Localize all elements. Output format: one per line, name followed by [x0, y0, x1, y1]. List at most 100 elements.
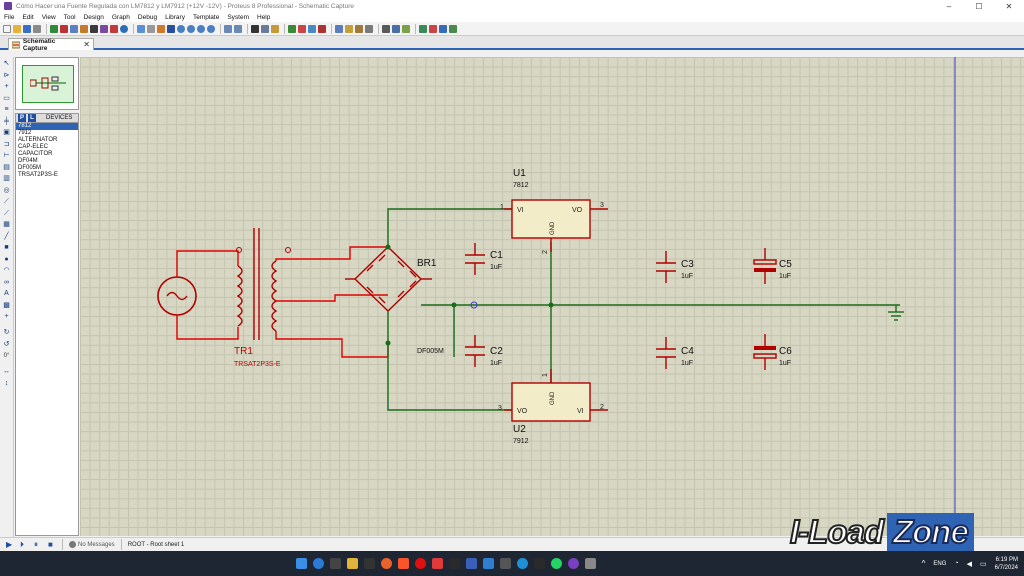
- zoom-out-icon[interactable]: [187, 24, 195, 33]
- gerber-icon[interactable]: [90, 24, 98, 33]
- stop-icon[interactable]: ■: [48, 539, 53, 549]
- refresh-icon[interactable]: [137, 24, 145, 33]
- cut-icon[interactable]: [251, 24, 259, 33]
- redo-icon[interactable]: [234, 24, 242, 33]
- schematic-drawing[interactable]: U1 7812 U2 7912 BR1 DF005M C1 1uF C2 1uF…: [80, 57, 1024, 536]
- subcircuit-icon[interactable]: ▣: [3, 129, 10, 136]
- ac-alternator[interactable]: [157, 276, 197, 316]
- block-delete-icon[interactable]: [318, 24, 326, 33]
- origin-icon[interactable]: [157, 24, 165, 33]
- pan-icon[interactable]: [167, 24, 175, 33]
- exit-to-parent-icon[interactable]: [439, 24, 447, 33]
- open-folder-icon[interactable]: [13, 24, 21, 33]
- wire-autorouter-icon[interactable]: [382, 24, 390, 33]
- buses-icon[interactable]: ╪: [4, 117, 9, 125]
- rotate-clockwise-icon[interactable]: ↻: [3, 329, 10, 336]
- minimize-button[interactable]: –: [946, 1, 952, 11]
- capture-icon[interactable]: [449, 558, 460, 569]
- terminals-icon[interactable]: ⊐: [3, 140, 10, 148]
- new-file-icon[interactable]: [3, 24, 11, 33]
- battery-icon[interactable]: ▭: [980, 560, 987, 568]
- youtube-icon[interactable]: [415, 558, 426, 569]
- menu-graph[interactable]: Graph: [111, 13, 130, 21]
- brave-browser-icon[interactable]: [398, 558, 409, 569]
- device-item-alternator[interactable]: ALTERNATOR: [18, 137, 58, 143]
- tape-recorder-icon[interactable]: ▥: [3, 175, 10, 182]
- source-code-icon[interactable]: [110, 24, 118, 33]
- device-item-df005m[interactable]: DF005M: [18, 165, 42, 171]
- zoom-all-icon[interactable]: [197, 24, 205, 33]
- menu-template[interactable]: Template: [192, 13, 220, 21]
- device-item-7912[interactable]: 7912: [18, 130, 32, 136]
- circle-2d-icon[interactable]: ●: [4, 255, 9, 263]
- menu-debug[interactable]: Debug: [137, 13, 158, 21]
- volume-icon[interactable]: ◀: [966, 560, 973, 568]
- language-indicator[interactable]: ENG: [933, 560, 947, 567]
- wire-label-icon[interactable]: ▭: [3, 94, 10, 102]
- rotate-anticlockwise-icon[interactable]: ↺: [3, 340, 10, 348]
- junction-dot-icon[interactable]: +: [4, 83, 9, 90]
- text-2d-icon[interactable]: A: [4, 290, 9, 297]
- remove-sheet-icon[interactable]: [429, 24, 437, 33]
- search-icon[interactable]: [313, 558, 324, 569]
- paste-icon[interactable]: [271, 24, 279, 33]
- media-icon[interactable]: [432, 558, 443, 569]
- grid-icon[interactable]: [147, 24, 155, 33]
- search-tag-icon[interactable]: [392, 24, 400, 33]
- device-item-capacitor[interactable]: CAPACITOR: [18, 151, 53, 157]
- menu-tool[interactable]: Tool: [63, 13, 76, 21]
- app-icon[interactable]: [585, 558, 596, 569]
- electrolytic-capacitor-c5[interactable]: [753, 248, 777, 284]
- menu-view[interactable]: View: [41, 13, 56, 21]
- 3d-viewer-icon[interactable]: [80, 24, 88, 33]
- path-2d-icon[interactable]: ∞: [4, 278, 9, 286]
- whatsapp-icon[interactable]: [551, 558, 562, 569]
- photos-icon[interactable]: [534, 558, 545, 569]
- mirror-x-icon[interactable]: ↔: [3, 368, 10, 375]
- clock[interactable]: 6:19 PM 6/7/2024: [995, 556, 1018, 572]
- app-icon[interactable]: [568, 558, 579, 569]
- transformer-tr1[interactable]: [236, 228, 291, 340]
- schematic-canvas[interactable]: U1 7812 U2 7912 BR1 DF005M C1 1uF C2 1uF…: [80, 57, 1024, 536]
- decompose-icon[interactable]: [365, 24, 373, 33]
- overview-window[interactable]: [15, 57, 79, 110]
- device-item-trsat2p3s-e[interactable]: TRSAT2P3S-E: [18, 172, 58, 178]
- block-move-icon[interactable]: [298, 24, 306, 33]
- text-script-icon[interactable]: ≡: [4, 106, 9, 113]
- pick-devices-button[interactable]: P: [18, 114, 26, 122]
- current-probe-icon[interactable]: ⟋: [4, 209, 9, 217]
- device-item-cap-elec[interactable]: CAP-ELEC: [18, 144, 49, 150]
- device-item-7812[interactable]: 7812: [16, 123, 78, 130]
- copy-icon[interactable]: [261, 24, 269, 33]
- electrolytic-capacitor-c6[interactable]: [753, 334, 777, 370]
- capacitor-c1[interactable]: [465, 243, 485, 275]
- library-manager-button[interactable]: L: [28, 114, 36, 122]
- menu-system[interactable]: System: [227, 13, 249, 21]
- menu-design[interactable]: Design: [83, 13, 104, 21]
- capacitor-c2[interactable]: [465, 335, 485, 367]
- schematic-icon[interactable]: [60, 24, 68, 33]
- edge-icon[interactable]: [517, 558, 528, 569]
- component-mode-icon[interactable]: ⊳: [3, 71, 10, 79]
- block-copy-icon[interactable]: [288, 24, 296, 33]
- help-icon[interactable]: [120, 24, 128, 33]
- device-item-df04m[interactable]: DF04M: [18, 158, 38, 164]
- messages-indicator[interactable]: No Messages: [69, 541, 115, 548]
- property-assignment-icon[interactable]: [402, 24, 410, 33]
- editor-icon[interactable]: [500, 558, 511, 569]
- regulator-u2[interactable]: [504, 369, 608, 422]
- new-sheet-icon[interactable]: [419, 24, 427, 33]
- voltage-probe-icon[interactable]: ⟋: [4, 198, 9, 205]
- maximize-button[interactable]: ☐: [975, 1, 983, 11]
- bridge-rectifier-br1[interactable]: [345, 246, 432, 312]
- menu-library[interactable]: Library: [165, 13, 185, 21]
- pause-icon[interactable]: ⏸: [34, 539, 38, 549]
- task-view-icon[interactable]: [330, 558, 341, 569]
- play-icon[interactable]: ▶: [6, 539, 13, 549]
- chevron-up-icon[interactable]: ^: [921, 559, 926, 568]
- symbol-2d-icon[interactable]: ▩: [3, 301, 10, 309]
- tab-close-icon[interactable]: ✕: [83, 40, 90, 49]
- arc-2d-icon[interactable]: ◠: [3, 267, 10, 274]
- file-explorer-icon[interactable]: [347, 558, 358, 569]
- capacitor-c4[interactable]: [656, 337, 676, 369]
